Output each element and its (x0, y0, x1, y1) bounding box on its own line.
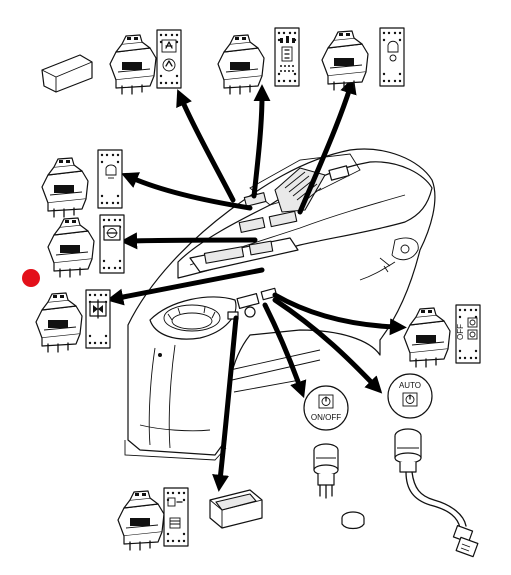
card-right-off: OFF (455, 304, 481, 364)
auto-button-group: AUTO (387, 373, 479, 558)
switch-left-2-marked (47, 217, 95, 278)
card-left-3 (85, 289, 111, 349)
red-marker-dot (22, 269, 40, 287)
switch-left-3 (35, 292, 83, 353)
switch-top-middle (217, 34, 265, 95)
card-left-2 (99, 214, 125, 274)
switch-right-off (403, 307, 451, 368)
onoff-label: ON/OFF (311, 413, 341, 422)
off-label: OFF (456, 324, 465, 340)
switch-top-left (109, 34, 157, 95)
card-left-1 (97, 149, 123, 209)
storage-tray (209, 489, 263, 529)
card-top-right (379, 27, 405, 87)
callout-arrows (106, 76, 407, 492)
auto-label: AUTO (399, 381, 421, 390)
card-top-left (156, 29, 182, 89)
switch-top-right (321, 30, 369, 91)
blank-cover (41, 54, 93, 93)
onoff-button-group: ON/OFF (303, 385, 349, 499)
switch-left-1 (41, 157, 89, 218)
card-top-middle (274, 27, 300, 87)
card-bottom (163, 487, 189, 547)
button-cap (341, 511, 365, 530)
switch-bottom (117, 490, 165, 551)
